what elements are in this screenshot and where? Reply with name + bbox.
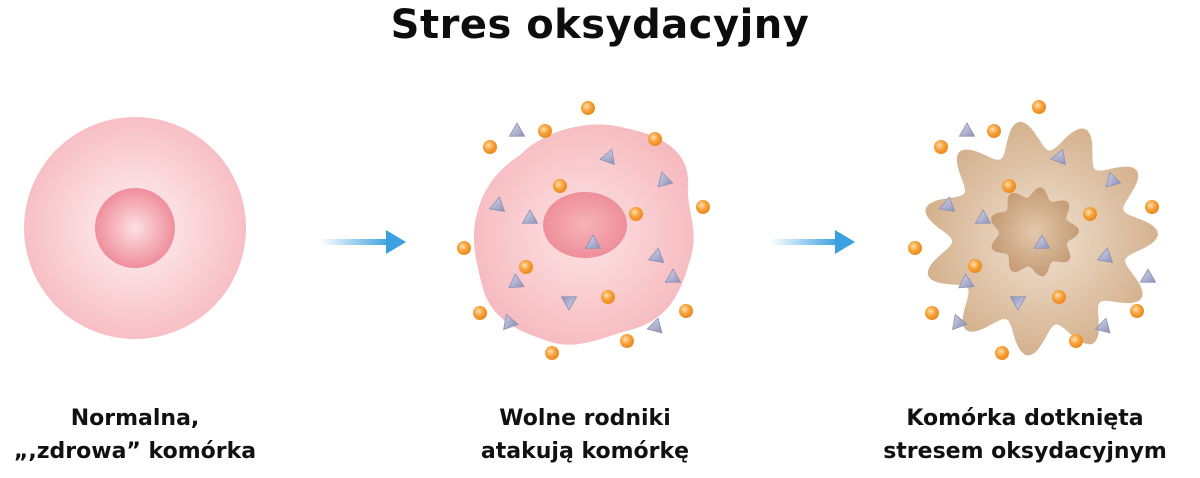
radical-orb-icon bbox=[968, 259, 982, 273]
radical-triangle-icon bbox=[521, 209, 539, 224]
radical-triangle-icon bbox=[508, 273, 525, 289]
radical-triangle-icon bbox=[1094, 317, 1111, 334]
radical-orb-icon bbox=[457, 241, 471, 255]
radical-orb-icon bbox=[908, 241, 922, 255]
radical-triangle-icon bbox=[1050, 148, 1066, 166]
caption-healthy-cell: Normalna, „,zdrowa” komórka bbox=[0, 402, 270, 468]
radical-orb-icon bbox=[1032, 100, 1046, 114]
radical-triangle-icon bbox=[508, 122, 526, 137]
stressed-cell-nucleus bbox=[991, 187, 1079, 277]
healthy-cell bbox=[24, 117, 246, 339]
radical-triangle-icon bbox=[647, 247, 665, 263]
radical-orb-icon bbox=[696, 200, 710, 214]
radical-triangle-icon bbox=[952, 313, 968, 331]
attacked-cell-nucleus bbox=[543, 192, 627, 258]
arrow-right-icon bbox=[770, 230, 855, 254]
radical-orb-icon bbox=[1145, 200, 1159, 214]
radical-triangle-icon bbox=[488, 196, 506, 212]
arrow-right-icon bbox=[320, 230, 406, 254]
radical-orb-icon bbox=[545, 346, 559, 360]
page-title: Stres oksydacyjny bbox=[390, 2, 810, 48]
caption-line: atakują komórkę bbox=[480, 439, 690, 464]
caption-line: Komórka dotknięta bbox=[906, 406, 1144, 431]
radical-orb-icon bbox=[620, 334, 634, 348]
radical-triangle-icon bbox=[1009, 296, 1027, 311]
radical-triangle-icon bbox=[657, 171, 674, 188]
healthy-cell-nucleus bbox=[95, 188, 175, 268]
radical-triangle-icon bbox=[503, 313, 519, 331]
radical-orb-icon bbox=[925, 306, 939, 320]
radical-orb-icon bbox=[538, 124, 552, 138]
radical-orb-icon bbox=[1002, 179, 1016, 193]
radical-triangle-icon bbox=[560, 296, 578, 311]
caption-line: Wolne rodniki bbox=[499, 406, 671, 431]
radical-orb-icon bbox=[483, 140, 497, 154]
radical-orb-icon bbox=[1083, 207, 1097, 221]
caption-attacked-cell: Wolne rodniki atakują komórkę bbox=[440, 402, 730, 468]
radical-orb-icon bbox=[629, 207, 643, 221]
radical-orb-icon bbox=[581, 101, 595, 115]
caption-stressed-cell: Komórka dotknięta stresem oksydacyjnym bbox=[850, 402, 1200, 468]
radical-triangle-icon bbox=[938, 196, 956, 212]
radical-orb-icon bbox=[553, 179, 567, 193]
radical-orb-icon bbox=[473, 306, 487, 320]
radical-triangle-icon bbox=[646, 317, 663, 334]
radical-triangle-icon bbox=[1139, 268, 1157, 283]
radical-orb-icon bbox=[995, 346, 1009, 360]
radical-triangle-icon bbox=[958, 122, 976, 137]
free-radicals bbox=[457, 100, 1159, 360]
radical-orb-icon bbox=[648, 132, 662, 146]
radical-orb-icon bbox=[934, 140, 948, 154]
radical-orb-icon bbox=[601, 290, 615, 304]
caption-line: stresem oksydacyjnym bbox=[883, 439, 1167, 464]
radical-orb-icon bbox=[519, 260, 533, 274]
radical-triangle-icon bbox=[599, 148, 615, 166]
radical-triangle-icon bbox=[664, 268, 682, 283]
radical-orb-icon bbox=[987, 124, 1001, 138]
caption-line: Normalna, bbox=[70, 406, 200, 431]
radical-orb-icon bbox=[1130, 304, 1144, 318]
radical-orb-icon bbox=[1052, 290, 1066, 304]
radical-triangle-icon bbox=[584, 234, 602, 249]
attacked-cell bbox=[473, 124, 694, 345]
radical-triangle-icon bbox=[1105, 171, 1122, 188]
caption-line: „,zdrowa” komórka bbox=[13, 439, 257, 464]
radical-triangle-icon bbox=[1096, 247, 1114, 263]
radical-triangle-icon bbox=[1033, 234, 1051, 249]
radical-orb-icon bbox=[679, 304, 693, 318]
radical-triangle-icon bbox=[974, 209, 992, 224]
radical-triangle-icon bbox=[958, 273, 975, 289]
radical-orb-icon bbox=[1069, 334, 1083, 348]
